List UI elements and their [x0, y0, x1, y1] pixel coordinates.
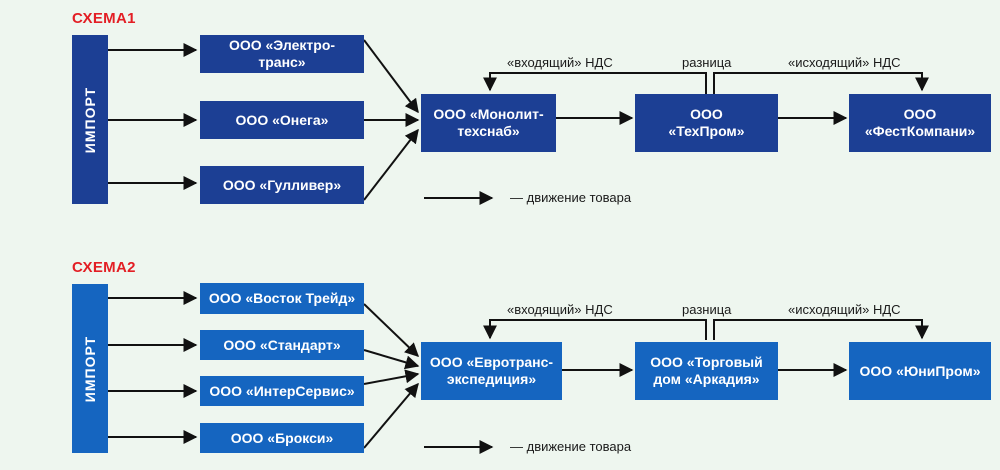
- scheme2-import-label: ИМПОРТ: [82, 335, 99, 402]
- scheme2-vat-out-label: «исходящий» НДС: [786, 302, 903, 317]
- arrow-s2-supplier-1-to-hub: [363, 303, 420, 357]
- vat-out-bracket-1: [713, 72, 929, 94]
- scheme2-middle-company: ООО «Торговый дом «Аркадия»: [635, 342, 778, 400]
- scheme1-middle-company: ООО «ТехПром»: [635, 94, 778, 152]
- scheme2-hub-company: ООО «Евротранс- экспедиция»: [421, 342, 562, 400]
- arrow-s2-supplier-3-to-hub: [363, 369, 420, 385]
- arrow-supplier-1-to-hub: [363, 39, 419, 114]
- scheme1-supplier-1: ООО «Электро- транс»: [200, 35, 364, 73]
- arrow-s2-supplier-4-to-hub: [363, 382, 419, 449]
- scheme1-import-box: ИМПОРТ: [72, 35, 108, 204]
- scheme1-supplier-3: ООО «Гулливер»: [200, 166, 364, 204]
- scheme2-import-box: ИМПОРТ: [72, 284, 108, 453]
- scheme2-legend-text: — движение товара: [508, 439, 634, 454]
- arrow-supplier-3-to-hub: [363, 128, 419, 201]
- vat-in-bracket-1: [483, 72, 707, 94]
- scheme2-supplier-1: ООО «Восток Трейд»: [200, 283, 364, 314]
- scheme1-title: СХЕМА1: [72, 10, 136, 27]
- scheme2-supplier-2: ООО «Стандарт»: [200, 330, 364, 360]
- arrow-s2-supplier-2-to-hub: [363, 349, 420, 370]
- scheme2-vat-in-label: «входящий» НДС: [505, 302, 615, 317]
- scheme2-difference-label: разница: [680, 302, 734, 317]
- scheme1-final-company: ООО «ФестКомпани»: [849, 94, 991, 152]
- scheme1-hub-company: ООО «Монолит- техснаб»: [421, 94, 556, 152]
- scheme1-import-label: ИМПОРТ: [82, 86, 99, 153]
- scheme2-final-company: ООО «ЮниПром»: [849, 342, 991, 400]
- scheme1-supplier-2: ООО «Онега»: [200, 101, 364, 139]
- scheme1-vat-out-label: «исходящий» НДС: [786, 55, 903, 70]
- scheme2-title: СХЕМА2: [72, 259, 136, 276]
- scheme1-vat-in-label: «входящий» НДС: [505, 55, 615, 70]
- scheme1-legend-text: — движение товара: [508, 190, 634, 205]
- scheme2-supplier-3: ООО «ИнтерСервис»: [200, 376, 364, 406]
- scheme2-supplier-4: ООО «Брокси»: [200, 423, 364, 453]
- vat-in-bracket-2: [483, 319, 707, 340]
- scheme1-difference-label: разница: [680, 55, 734, 70]
- vat-out-bracket-2: [713, 319, 929, 340]
